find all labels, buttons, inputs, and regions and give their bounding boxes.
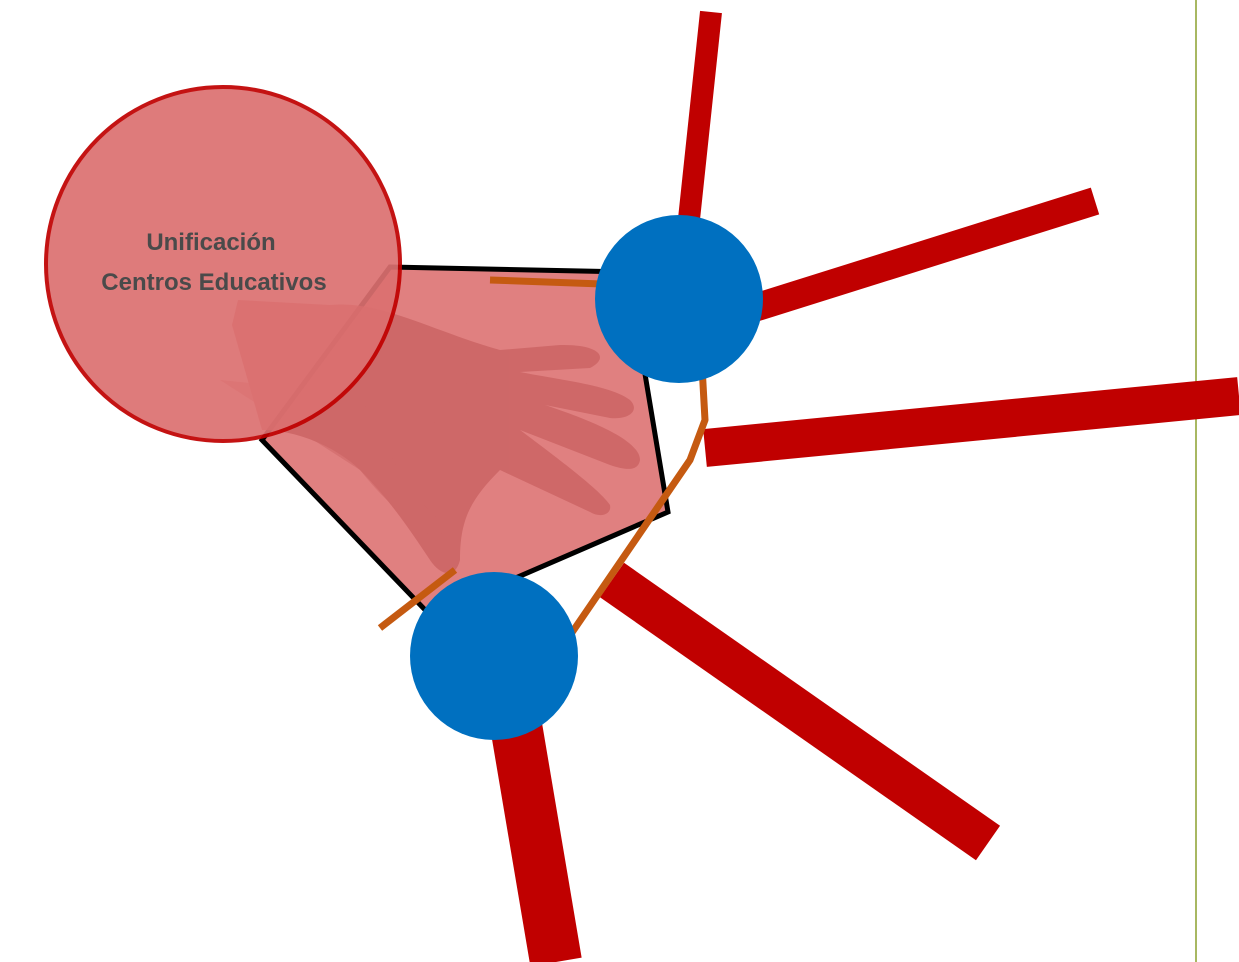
label-circle bbox=[44, 85, 402, 443]
unification-label-node: Unificación Centros Educativos bbox=[44, 85, 402, 443]
label-line-2: Centros Educativos bbox=[101, 269, 326, 296]
node-upper bbox=[595, 215, 763, 383]
spoke-right bbox=[703, 377, 1239, 467]
node-lower bbox=[410, 572, 578, 740]
spoke-lower-right bbox=[599, 562, 1001, 861]
spokes bbox=[479, 10, 1239, 962]
label-line-1: Unificación bbox=[146, 229, 275, 256]
thin-line-lower-left bbox=[377, 567, 458, 631]
spoke-upper-right bbox=[695, 187, 1100, 339]
